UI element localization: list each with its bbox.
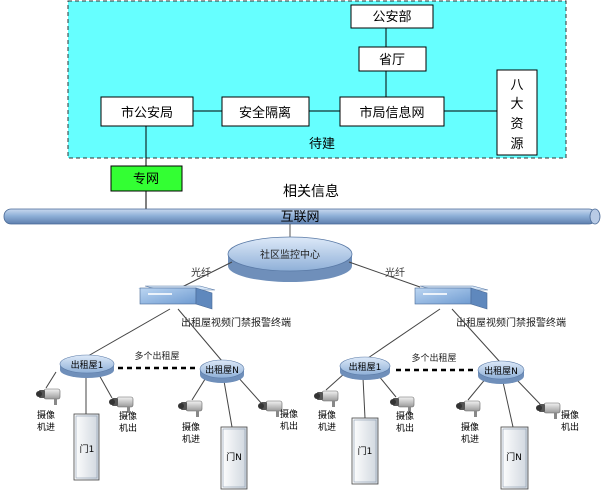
top-links (145, 28, 497, 209)
node-eight-resources-char-2: 大 (510, 97, 523, 112)
house-node: 出租屋N (199, 359, 245, 383)
house-label: 出租屋N (205, 364, 239, 376)
link-terminal-housen (451, 308, 501, 363)
camera-label: 摄像 (396, 410, 414, 422)
house-node: 出租屋1 (59, 354, 115, 378)
node-ministry: 公安部 (350, 4, 434, 29)
camera-icon (177, 400, 203, 418)
internet-label: 互联网 (280, 210, 319, 225)
pending-region-box (67, 0, 567, 159)
house-label: 出租屋1 (71, 359, 104, 371)
door-icon: 门1 (73, 413, 100, 481)
node-eight-resources-char-4: 源 (510, 137, 523, 152)
link-housen-cam-out (514, 377, 541, 405)
node-eight-resources-char-3: 资 (510, 117, 523, 132)
fiber-label-right: 光纤 (385, 266, 405, 279)
door-icon: 门N (220, 426, 248, 490)
node-ministry-label: 公安部 (372, 10, 411, 25)
link-housen-cam-in (191, 375, 208, 401)
terminal-box (138, 285, 216, 310)
link-house1-cam-in (325, 372, 346, 391)
camera-label: 摄像 (182, 421, 200, 433)
related-info-label: 相关信息 (283, 183, 339, 200)
terminal-box (414, 285, 489, 310)
camera-label: 摄像 (280, 408, 298, 420)
door-icon: 门1 (351, 417, 379, 485)
camera-label: 机出 (561, 421, 579, 433)
house-label: 出租屋1 (349, 361, 382, 373)
link-terminal-house1 (87, 308, 171, 357)
link-housen-door (223, 380, 233, 428)
link-house1-door (362, 377, 366, 419)
door-label: 门1 (80, 443, 95, 455)
node-province: 省厅 (358, 46, 427, 72)
fiber-link-right (348, 261, 421, 288)
node-isolation: 安全隔离 (221, 96, 310, 127)
node-isolation-label: 安全隔离 (239, 105, 291, 121)
door-label: 门N (506, 451, 522, 463)
cluster-right: 出租屋视频门禁报警终端 出租屋1 出租屋N 多个出租屋 摄像 机进 (313, 285, 579, 490)
cluster-left: 出租屋视频门禁报警终端 出租屋1 出租屋N 多个出租屋 摄像 机进 (35, 285, 298, 490)
camera-label: 摄像 (561, 409, 579, 421)
pending-label: 待建 (309, 137, 335, 152)
camera-icon (313, 390, 339, 408)
camera-label: 机出 (119, 422, 137, 434)
fiber-links (181, 261, 421, 288)
terminal-label: 出租屋视频门禁报警终端 (181, 316, 291, 329)
camera-label: 机进 (182, 433, 200, 445)
center-label: 社区监控中心 (260, 248, 320, 261)
camera-label: 摄像 (318, 409, 336, 421)
camera-label: 机进 (461, 433, 479, 445)
node-city-bureau-label: 市公安局 (121, 105, 173, 121)
camera-label: 摄像 (461, 421, 479, 433)
door-label: 门1 (358, 445, 373, 457)
internet-pipe: 互联网 (3, 208, 601, 225)
camera-icon (389, 396, 415, 414)
camera-label: 机出 (396, 422, 414, 434)
camera-icon (535, 402, 561, 420)
house-label: 出租屋N (484, 365, 518, 377)
private-net: 专网 (110, 165, 183, 192)
camera-label: 摄像 (119, 410, 137, 422)
link-housen-cam-out (236, 375, 263, 405)
door-icon: 门N (500, 426, 529, 490)
node-eight-resources: 八 大 资 源 (496, 69, 538, 156)
terminal-label: 出租屋视频门禁报警终端 (456, 316, 566, 329)
link-housen-door (502, 381, 514, 428)
node-city-bureau: 市公安局 (100, 96, 194, 127)
camera-label: 摄像 (37, 409, 55, 421)
camera-icon (35, 388, 61, 406)
camera-icon (108, 396, 134, 414)
house-node: 出租屋1 (339, 356, 391, 380)
camera-label: 机进 (318, 421, 336, 433)
link-house1-cam-in (45, 371, 57, 389)
link-terminal-house1 (367, 308, 441, 359)
camera-icon (257, 400, 283, 418)
pending-region: 待建 (67, 0, 567, 159)
node-city-info-net: 市局信息网 (339, 96, 445, 127)
node-province-label: 省厅 (379, 53, 405, 68)
house-node: 出租屋N (477, 360, 525, 384)
fiber-link-left (181, 261, 233, 288)
private-net-label: 专网 (133, 172, 159, 187)
camera-icon (455, 400, 481, 418)
center-hub: 社区监控中心 (227, 236, 353, 282)
link-house1-cam-out (97, 372, 113, 399)
link-terminal-housen (177, 308, 223, 362)
multi-house-label: 多个出租屋 (411, 352, 456, 364)
node-eight-resources-char-1: 八 (510, 78, 523, 93)
multi-house-label: 多个出租屋 (134, 350, 179, 362)
door-label: 门N (226, 451, 242, 463)
fiber-label-left: 光纤 (191, 266, 211, 279)
camera-label: 机出 (280, 420, 298, 432)
node-city-info-net-label: 市局信息网 (359, 105, 424, 121)
link-house1-cam-out (377, 374, 397, 398)
camera-label: 机进 (37, 421, 55, 433)
